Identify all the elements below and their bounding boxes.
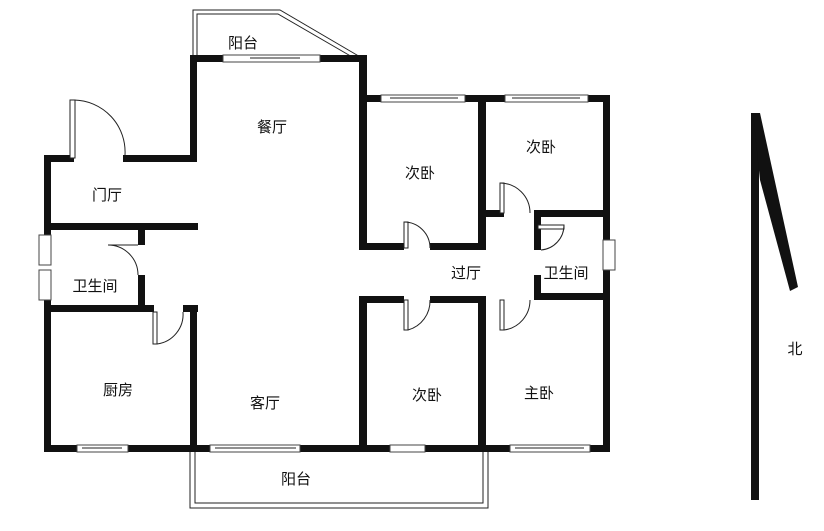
balcony-top-outline xyxy=(192,9,363,59)
north-arrow-icon xyxy=(751,113,798,500)
label-balcony-top: 阳台 xyxy=(228,34,258,52)
walls xyxy=(44,55,610,452)
label-corridor: 过厅 xyxy=(451,264,481,282)
label-master-bedroom: 主卧 xyxy=(524,384,554,402)
label-living: 客厅 xyxy=(250,394,280,412)
label-north: 北 xyxy=(787,340,802,358)
label-bath-right: 卫生间 xyxy=(543,264,588,282)
doors xyxy=(69,99,565,345)
label-dining: 餐厅 xyxy=(257,118,287,136)
windows xyxy=(38,54,616,453)
label-bed-upper-mid: 次卧 xyxy=(405,164,435,182)
label-foyer: 门厅 xyxy=(92,186,122,204)
balcony-bottom-outline xyxy=(189,452,489,509)
label-balcony-bottom: 阳台 xyxy=(281,470,311,488)
label-kitchen: 厨房 xyxy=(103,381,133,399)
label-bed-upper-right: 次卧 xyxy=(526,138,556,156)
label-bed-lower-mid: 次卧 xyxy=(412,386,442,404)
label-bath-left: 卫生间 xyxy=(72,277,117,295)
